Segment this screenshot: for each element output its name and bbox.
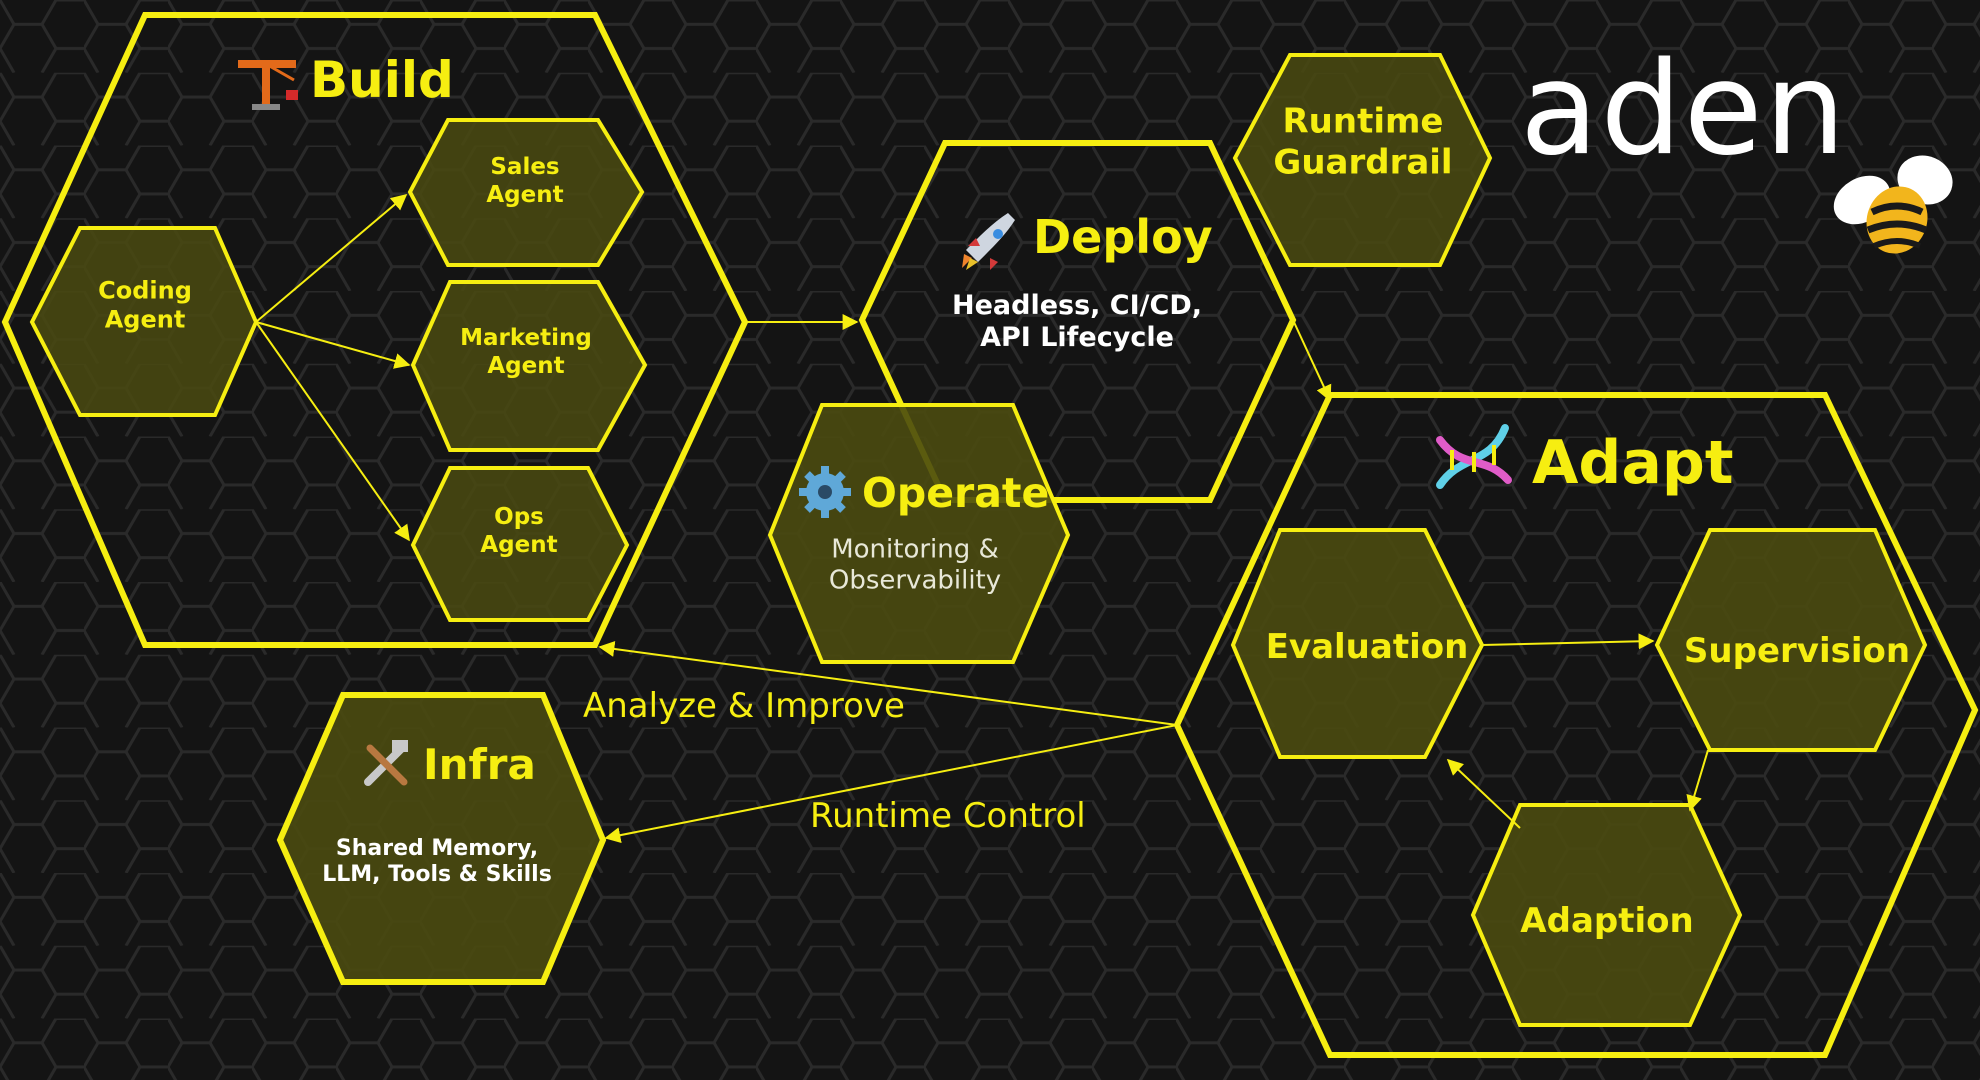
operate-node[interactable] — [767, 403, 1071, 664]
arrow-coding-to-sales — [255, 193, 408, 323]
arrow-evaluation-to-supervision — [1481, 633, 1655, 650]
analyze-improve-label: Analyze & Improve — [583, 686, 905, 726]
ops-agent-node[interactable] — [410, 466, 630, 622]
deploy-title: Deploy — [1033, 210, 1213, 264]
supervision-node[interactable] — [1654, 528, 1928, 752]
build-hexagon — [1, 12, 749, 648]
crane-icon — [238, 60, 298, 110]
sales-agent-node[interactable] — [407, 118, 645, 267]
operate-title: Operate — [862, 469, 1049, 517]
dna-icon — [1436, 424, 1512, 489]
rocket-icon — [962, 213, 1015, 270]
brand-logo: aden — [1520, 35, 1848, 184]
arrow-supervision-to-adaption — [1686, 749, 1709, 812]
arrow-runtime-control — [604, 724, 1178, 844]
adaption-label: Adaption — [1520, 901, 1693, 941]
arrow-adaption-to-evaluation — [1446, 758, 1521, 829]
arrow-analyze-improve — [598, 641, 1178, 726]
gear-icon — [799, 466, 851, 518]
coding-agent-node[interactable] — [29, 226, 259, 417]
evaluation-node[interactable] — [1230, 528, 1485, 759]
tools-icon — [364, 740, 408, 786]
operate-subtitle: Monitoring &Observability — [829, 534, 1001, 595]
arrow-coding-to-marketing — [255, 321, 411, 369]
runtime-control-label: Runtime Control — [810, 796, 1086, 836]
adapt-title: Adapt — [1532, 428, 1734, 498]
infra-node[interactable] — [276, 692, 607, 985]
arrow-deploy-to-adapt — [1292, 319, 1332, 402]
runtime-guardrail-node[interactable] — [1232, 53, 1493, 267]
bee-icon — [1833, 155, 1953, 254]
arrow-coding-to-ops — [255, 321, 410, 542]
build-title: Build — [310, 51, 454, 109]
infra-title: Infra — [423, 740, 536, 789]
infra-subtitle: Shared Memory,LLM, Tools & Skills — [322, 836, 552, 887]
marketing-agent-node[interactable] — [410, 280, 648, 452]
deploy-hexagon — [858, 140, 1297, 503]
supervision-label: Supervision — [1684, 631, 1910, 671]
deploy-subtitle: Headless, CI/CD,API Lifecycle — [952, 290, 1202, 353]
evaluation-label: Evaluation — [1266, 627, 1469, 667]
